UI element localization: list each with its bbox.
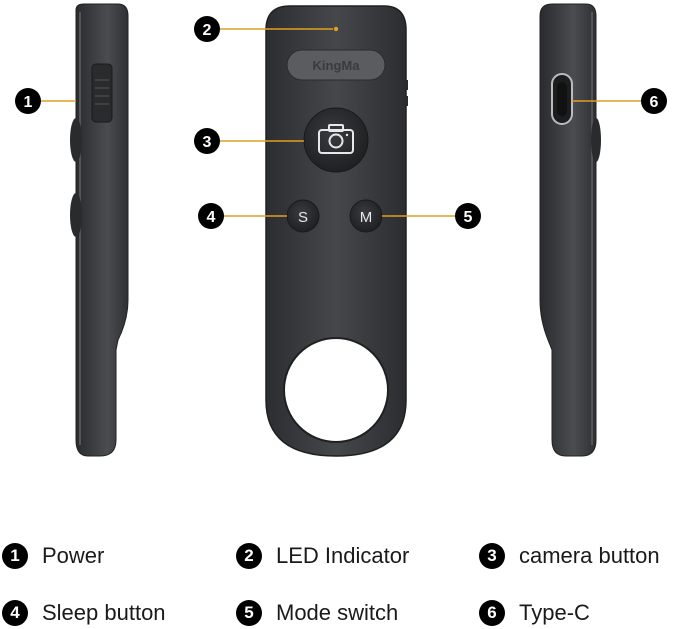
- legend-label: Type-C: [519, 600, 590, 625]
- callout-lines: [40, 28, 641, 217]
- svg-text:6: 6: [650, 94, 659, 111]
- brand-badge: [286, 49, 386, 81]
- callout-badge-6: 6: [641, 88, 667, 114]
- legend-badge: 6: [479, 600, 505, 626]
- legend-item-power: 1 Power: [2, 541, 104, 571]
- sleep-button-label: S: [298, 209, 308, 226]
- svg-text:2: 2: [203, 22, 212, 39]
- legend-label: Sleep button: [42, 600, 166, 625]
- legend-badge: 4: [2, 600, 28, 626]
- legend-label: Mode switch: [276, 600, 399, 625]
- legend-badge: 2: [236, 543, 262, 569]
- svg-text:4: 4: [207, 209, 216, 226]
- callout-badge-1: 1: [15, 88, 41, 114]
- legend-item-camera-button: 3 camera button: [479, 541, 660, 571]
- callout-badge-5: 5: [455, 203, 481, 229]
- legend-badge: 3: [479, 543, 505, 569]
- mode-button-label: M: [360, 209, 373, 226]
- callout-badge-4: 4: [198, 203, 224, 229]
- legend-badge: 1: [2, 543, 28, 569]
- legend-label: LED Indicator: [276, 543, 410, 568]
- legend-label: Power: [42, 543, 105, 568]
- power-slider: [91, 63, 113, 123]
- front-body: [265, 5, 407, 457]
- svg-text:3: 3: [203, 134, 212, 151]
- led-indicator: [333, 26, 339, 32]
- left-side-body: [75, 3, 129, 457]
- legend-item-type-c: 6 Type-C: [479, 598, 590, 628]
- left-side-view: [70, 3, 129, 457]
- svg-text:1: 1: [24, 94, 33, 111]
- legend-label: camera button: [519, 543, 660, 568]
- right-side-body: [539, 3, 597, 457]
- brand-logo: KingMa: [313, 58, 361, 73]
- legend: 1 Power 2 LED Indicator 3 camera button …: [0, 530, 679, 629]
- legend-item-led-indicator: 2 LED Indicator: [236, 541, 409, 571]
- callout-badge-2: 2: [194, 16, 220, 42]
- legend-item-mode-switch: 5 Mode switch: [236, 598, 398, 628]
- legend-badge: 5: [236, 600, 262, 626]
- camera-button[interactable]: [303, 107, 369, 173]
- callout-badge-3: 3: [194, 128, 220, 154]
- keyring-hole: [283, 337, 389, 443]
- legend-item-sleep-button: 4 Sleep button: [2, 598, 166, 628]
- svg-text:5: 5: [464, 209, 473, 226]
- right-side-view: [539, 3, 601, 457]
- front-view: KingMa S M: [265, 5, 408, 457]
- camera-icon: [318, 124, 354, 154]
